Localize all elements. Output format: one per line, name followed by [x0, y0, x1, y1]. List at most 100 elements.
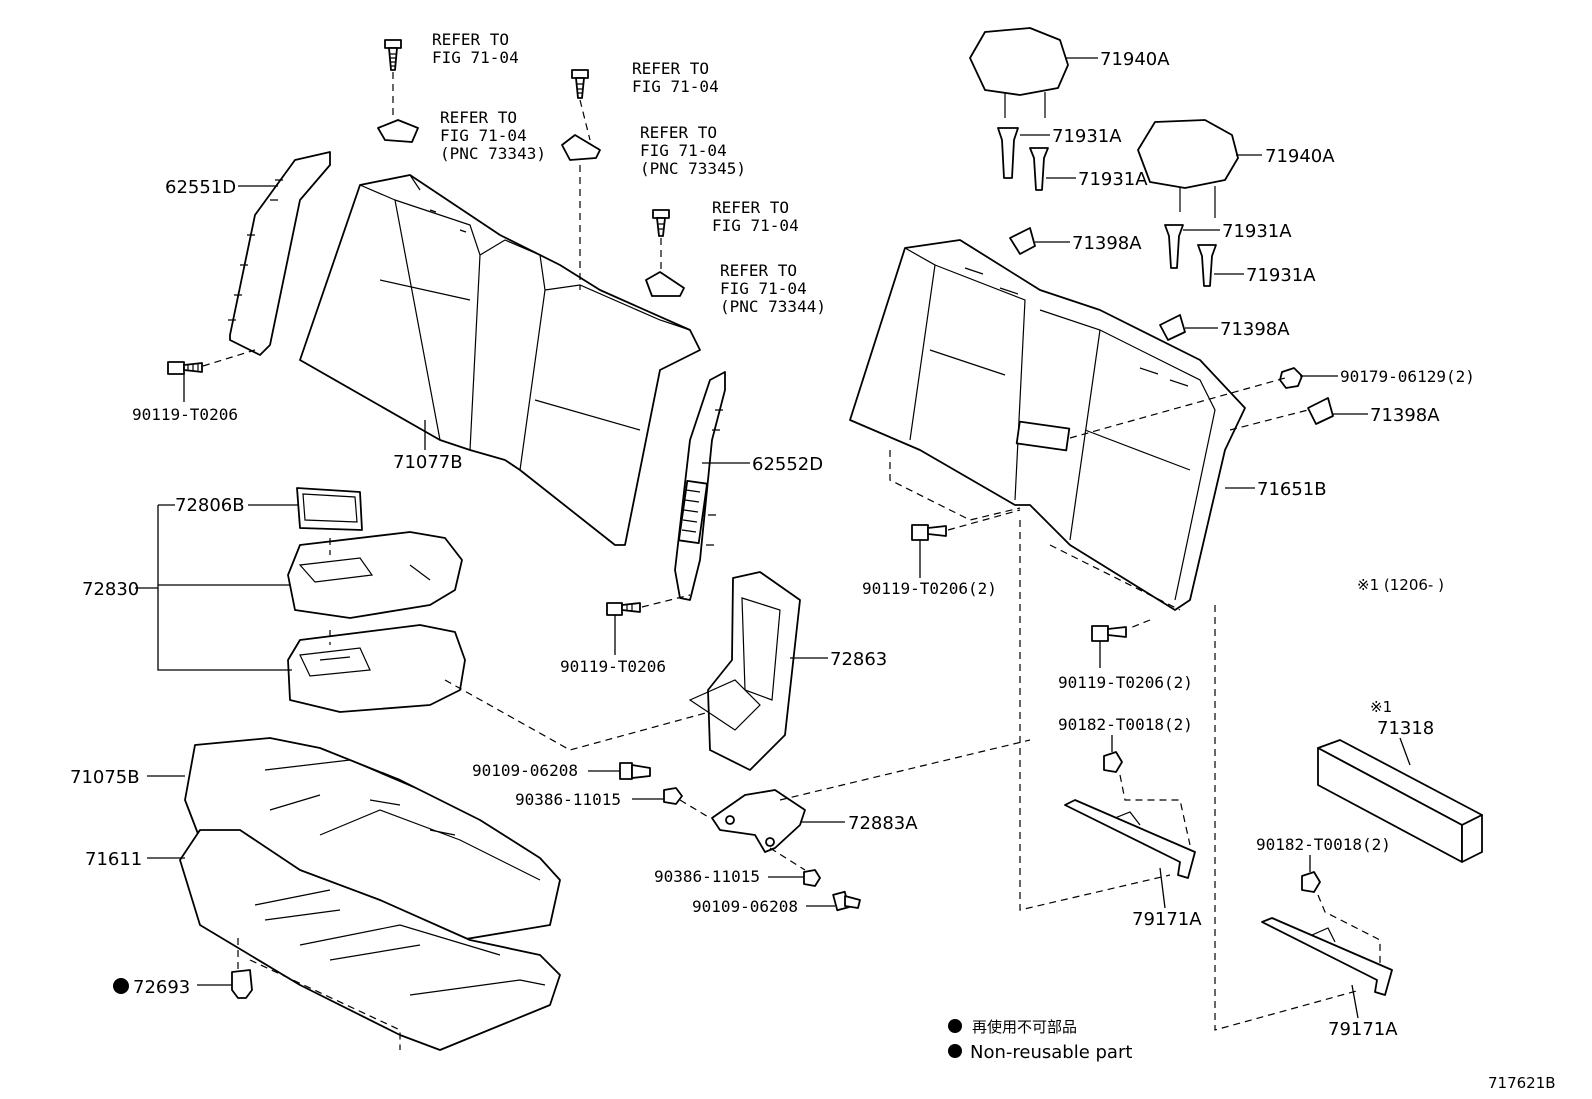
- refer-note-line: REFER TO: [440, 108, 517, 127]
- seat-pad-71611: [179, 829, 561, 1051]
- note-range: ※1 (1206- ): [1357, 576, 1444, 594]
- screw-icon: [167, 361, 203, 375]
- refer-note-line: FIG 71-04: [632, 77, 719, 96]
- refer-notes: REFER TO FIG 71-04 REFER TO FIG 71-04 (P…: [432, 30, 826, 316]
- nut-icon: [663, 787, 683, 805]
- side-panel-62552D: [674, 371, 726, 601]
- lock-bracket-79171A-a: [1064, 799, 1196, 879]
- refer-note-line: REFER TO: [712, 198, 789, 217]
- label-90119-T0206: 90119-T0206: [560, 657, 666, 676]
- screw-icon: [571, 69, 589, 99]
- bracket-icon: [645, 271, 685, 297]
- screw-icon: [652, 209, 670, 237]
- refer-note-line: FIG 71-04: [440, 126, 527, 145]
- legend-en: Non-reusable part: [970, 1042, 1132, 1063]
- label-90119-T0206: 90119-T0206: [132, 405, 238, 424]
- label-72806B: 72806B: [175, 495, 245, 516]
- guide-icon: [1029, 147, 1049, 191]
- guide-icon: [997, 127, 1019, 179]
- label-90386-11015: 90386-11015: [654, 867, 760, 886]
- refer-note-line: REFER TO: [720, 261, 797, 280]
- label-72830: 72830: [82, 579, 139, 600]
- armrest-upper: [287, 531, 463, 619]
- refer-note-line: (PNC 73343): [440, 144, 546, 163]
- hinge-72883A: [711, 789, 806, 853]
- label-62552D: 62552D: [752, 454, 823, 475]
- label-71651B: 71651B: [1257, 479, 1327, 500]
- part-labels: 62551D 90119-T0206 71077B 62552D 90119-T…: [70, 49, 1475, 1040]
- screw-icon: [606, 602, 641, 616]
- label-90182-T0018-2: 90182-T0018(2): [1256, 835, 1391, 854]
- cover-icon: [1307, 397, 1334, 425]
- label-71940A: 71940A: [1100, 49, 1170, 70]
- label-71931A: 71931A: [1078, 169, 1148, 190]
- refer-note-line: FIG 71-04: [712, 216, 799, 235]
- label-71931A: 71931A: [1052, 126, 1122, 147]
- refer-note-line: FIG 71-04: [720, 279, 807, 298]
- note-mark: ※1: [1370, 698, 1392, 716]
- label-90179-06129: 90179-06129(2): [1340, 367, 1475, 386]
- label-72863: 72863: [830, 649, 887, 670]
- refer-note-line: REFER TO: [632, 59, 709, 78]
- bolt-icon: [619, 762, 651, 780]
- label-79171A: 79171A: [1328, 1019, 1398, 1040]
- bracket-icon: [561, 134, 601, 161]
- label-71075B: 71075B: [70, 767, 140, 788]
- refer-note-line: REFER TO: [640, 123, 717, 142]
- cover-icon: [1009, 227, 1036, 255]
- label-71931A: 71931A: [1246, 265, 1316, 286]
- diagram-id: 717621B: [1488, 1074, 1556, 1092]
- label-79171A: 79171A: [1132, 909, 1202, 930]
- screw-icon: [384, 39, 402, 71]
- label-90109-06208: 90109-06208: [692, 897, 798, 916]
- label-71931A: 71931A: [1222, 221, 1292, 242]
- clip-icon-72693: [231, 969, 253, 999]
- label-90119-T0206-2: 90119-T0206(2): [1058, 673, 1193, 692]
- refer-note-line: (PNC 73344): [720, 297, 826, 316]
- guide-icon: [1164, 224, 1184, 269]
- label-90119-T0206-2: 90119-T0206(2): [862, 579, 997, 598]
- label-71077B: 71077B: [393, 452, 463, 473]
- bolt-icon: [832, 890, 861, 912]
- refer-note-line: REFER TO: [432, 30, 509, 49]
- non-reusable-dot-icon: [948, 1019, 962, 1033]
- seatback-frame-71651B: [849, 239, 1246, 611]
- lock-bracket-79171A-b: [1261, 917, 1393, 996]
- label-71611: 71611: [85, 849, 142, 870]
- nut-icon: [803, 869, 821, 887]
- refer-note-line: FIG 71-04: [640, 141, 727, 160]
- label-90182-T0018-2: 90182-T0018(2): [1058, 715, 1193, 734]
- armrest-lower: [287, 624, 466, 713]
- headrest-71940A-b: [1137, 119, 1239, 218]
- label-71398A: 71398A: [1370, 405, 1440, 426]
- seatback-71077B: [299, 174, 701, 546]
- label-90109-06208: 90109-06208: [472, 761, 578, 780]
- nut-icon: [1301, 871, 1321, 893]
- bracket-icon: [377, 119, 419, 143]
- label-71398A: 71398A: [1072, 233, 1142, 254]
- label-90386-11015: 90386-11015: [515, 790, 621, 809]
- leader-lines: [135, 57, 1411, 1019]
- pad-block-71318: [1317, 739, 1483, 863]
- nut-icon: [1103, 751, 1123, 773]
- refer-note-line: (PNC 73345): [640, 159, 746, 178]
- cover-icon: [1159, 314, 1186, 341]
- label-62551D: 62551D: [165, 177, 236, 198]
- armrest-frame-72863: [688, 571, 801, 771]
- non-reusable-dot-icon: [948, 1044, 962, 1058]
- label-72693: 72693: [133, 977, 190, 998]
- label-71398A: 71398A: [1220, 319, 1290, 340]
- side-panel-62551D: [228, 151, 331, 356]
- headrest-71940A-a: [969, 27, 1069, 118]
- label-71318: 71318: [1377, 718, 1434, 739]
- refer-note-line: FIG 71-04: [432, 48, 519, 67]
- screw-icon: [911, 524, 947, 541]
- label-71940A: 71940A: [1265, 146, 1335, 167]
- non-reusable-dot-icon: [113, 978, 129, 994]
- label-72883A: 72883A: [848, 813, 918, 834]
- legend: 再使用不可部品 Non-reusable part: [948, 1018, 1132, 1063]
- screw-icon: [1091, 625, 1127, 642]
- legend-jp: 再使用不可部品: [972, 1018, 1077, 1036]
- guide-icon: [1197, 244, 1217, 287]
